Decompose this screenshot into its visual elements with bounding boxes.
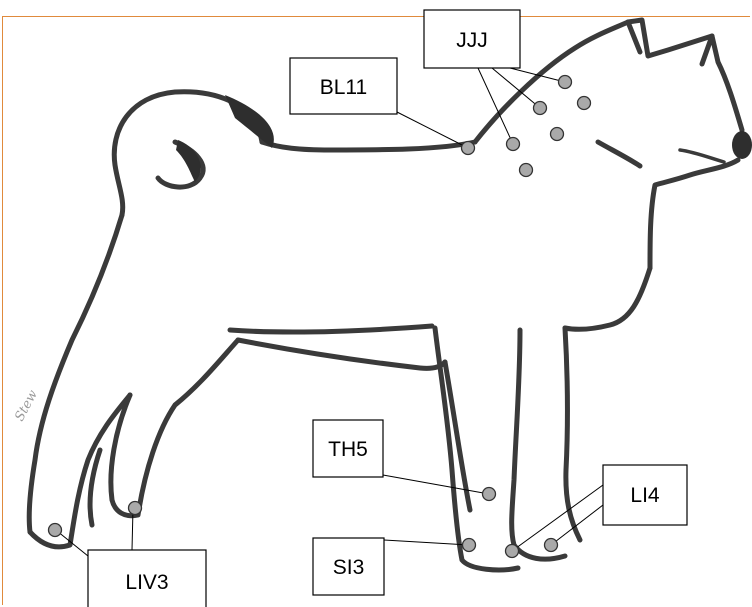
label-bl11: BL11 <box>290 58 397 114</box>
point-jjj-2 <box>578 97 591 110</box>
label-th5: TH5 <box>313 420 383 477</box>
eye <box>598 142 640 166</box>
label-li4: LI4 <box>603 465 687 525</box>
label-liv3-text: LIV3 <box>125 571 168 594</box>
th5-leader <box>383 475 489 494</box>
point-li4-1 <box>506 545 519 558</box>
label-si3: SI3 <box>313 538 384 595</box>
point-liv3-2 <box>49 524 62 537</box>
point-th5 <box>483 488 496 501</box>
point-liv3-1 <box>129 502 142 515</box>
point-jjj-6 <box>520 164 533 177</box>
label-jjj-text: JJJ <box>456 29 488 52</box>
label-li4-text: LI4 <box>630 484 660 507</box>
label-jjj: JJJ <box>424 10 520 68</box>
jjj-leader-3 <box>510 68 565 82</box>
label-liv3: LIV3 <box>88 550 206 607</box>
label-bl11-text: BL11 <box>320 76 368 99</box>
si3-leader <box>384 540 469 545</box>
point-si3 <box>463 539 476 552</box>
point-jjj-4 <box>551 128 564 141</box>
point-li4-2 <box>545 539 558 552</box>
leader-lines <box>57 68 603 556</box>
point-jjj-5 <box>507 138 520 151</box>
point-jjj-3 <box>534 102 547 115</box>
bl11-leader <box>397 112 468 148</box>
li4-leader-1 <box>512 485 603 551</box>
label-si3-text: SI3 <box>333 556 365 579</box>
artist-signature: Stew <box>12 388 41 424</box>
point-jjj-1 <box>559 76 572 89</box>
point-bl11 <box>462 142 475 155</box>
nose <box>732 131 752 159</box>
label-th5-text: TH5 <box>328 438 368 461</box>
